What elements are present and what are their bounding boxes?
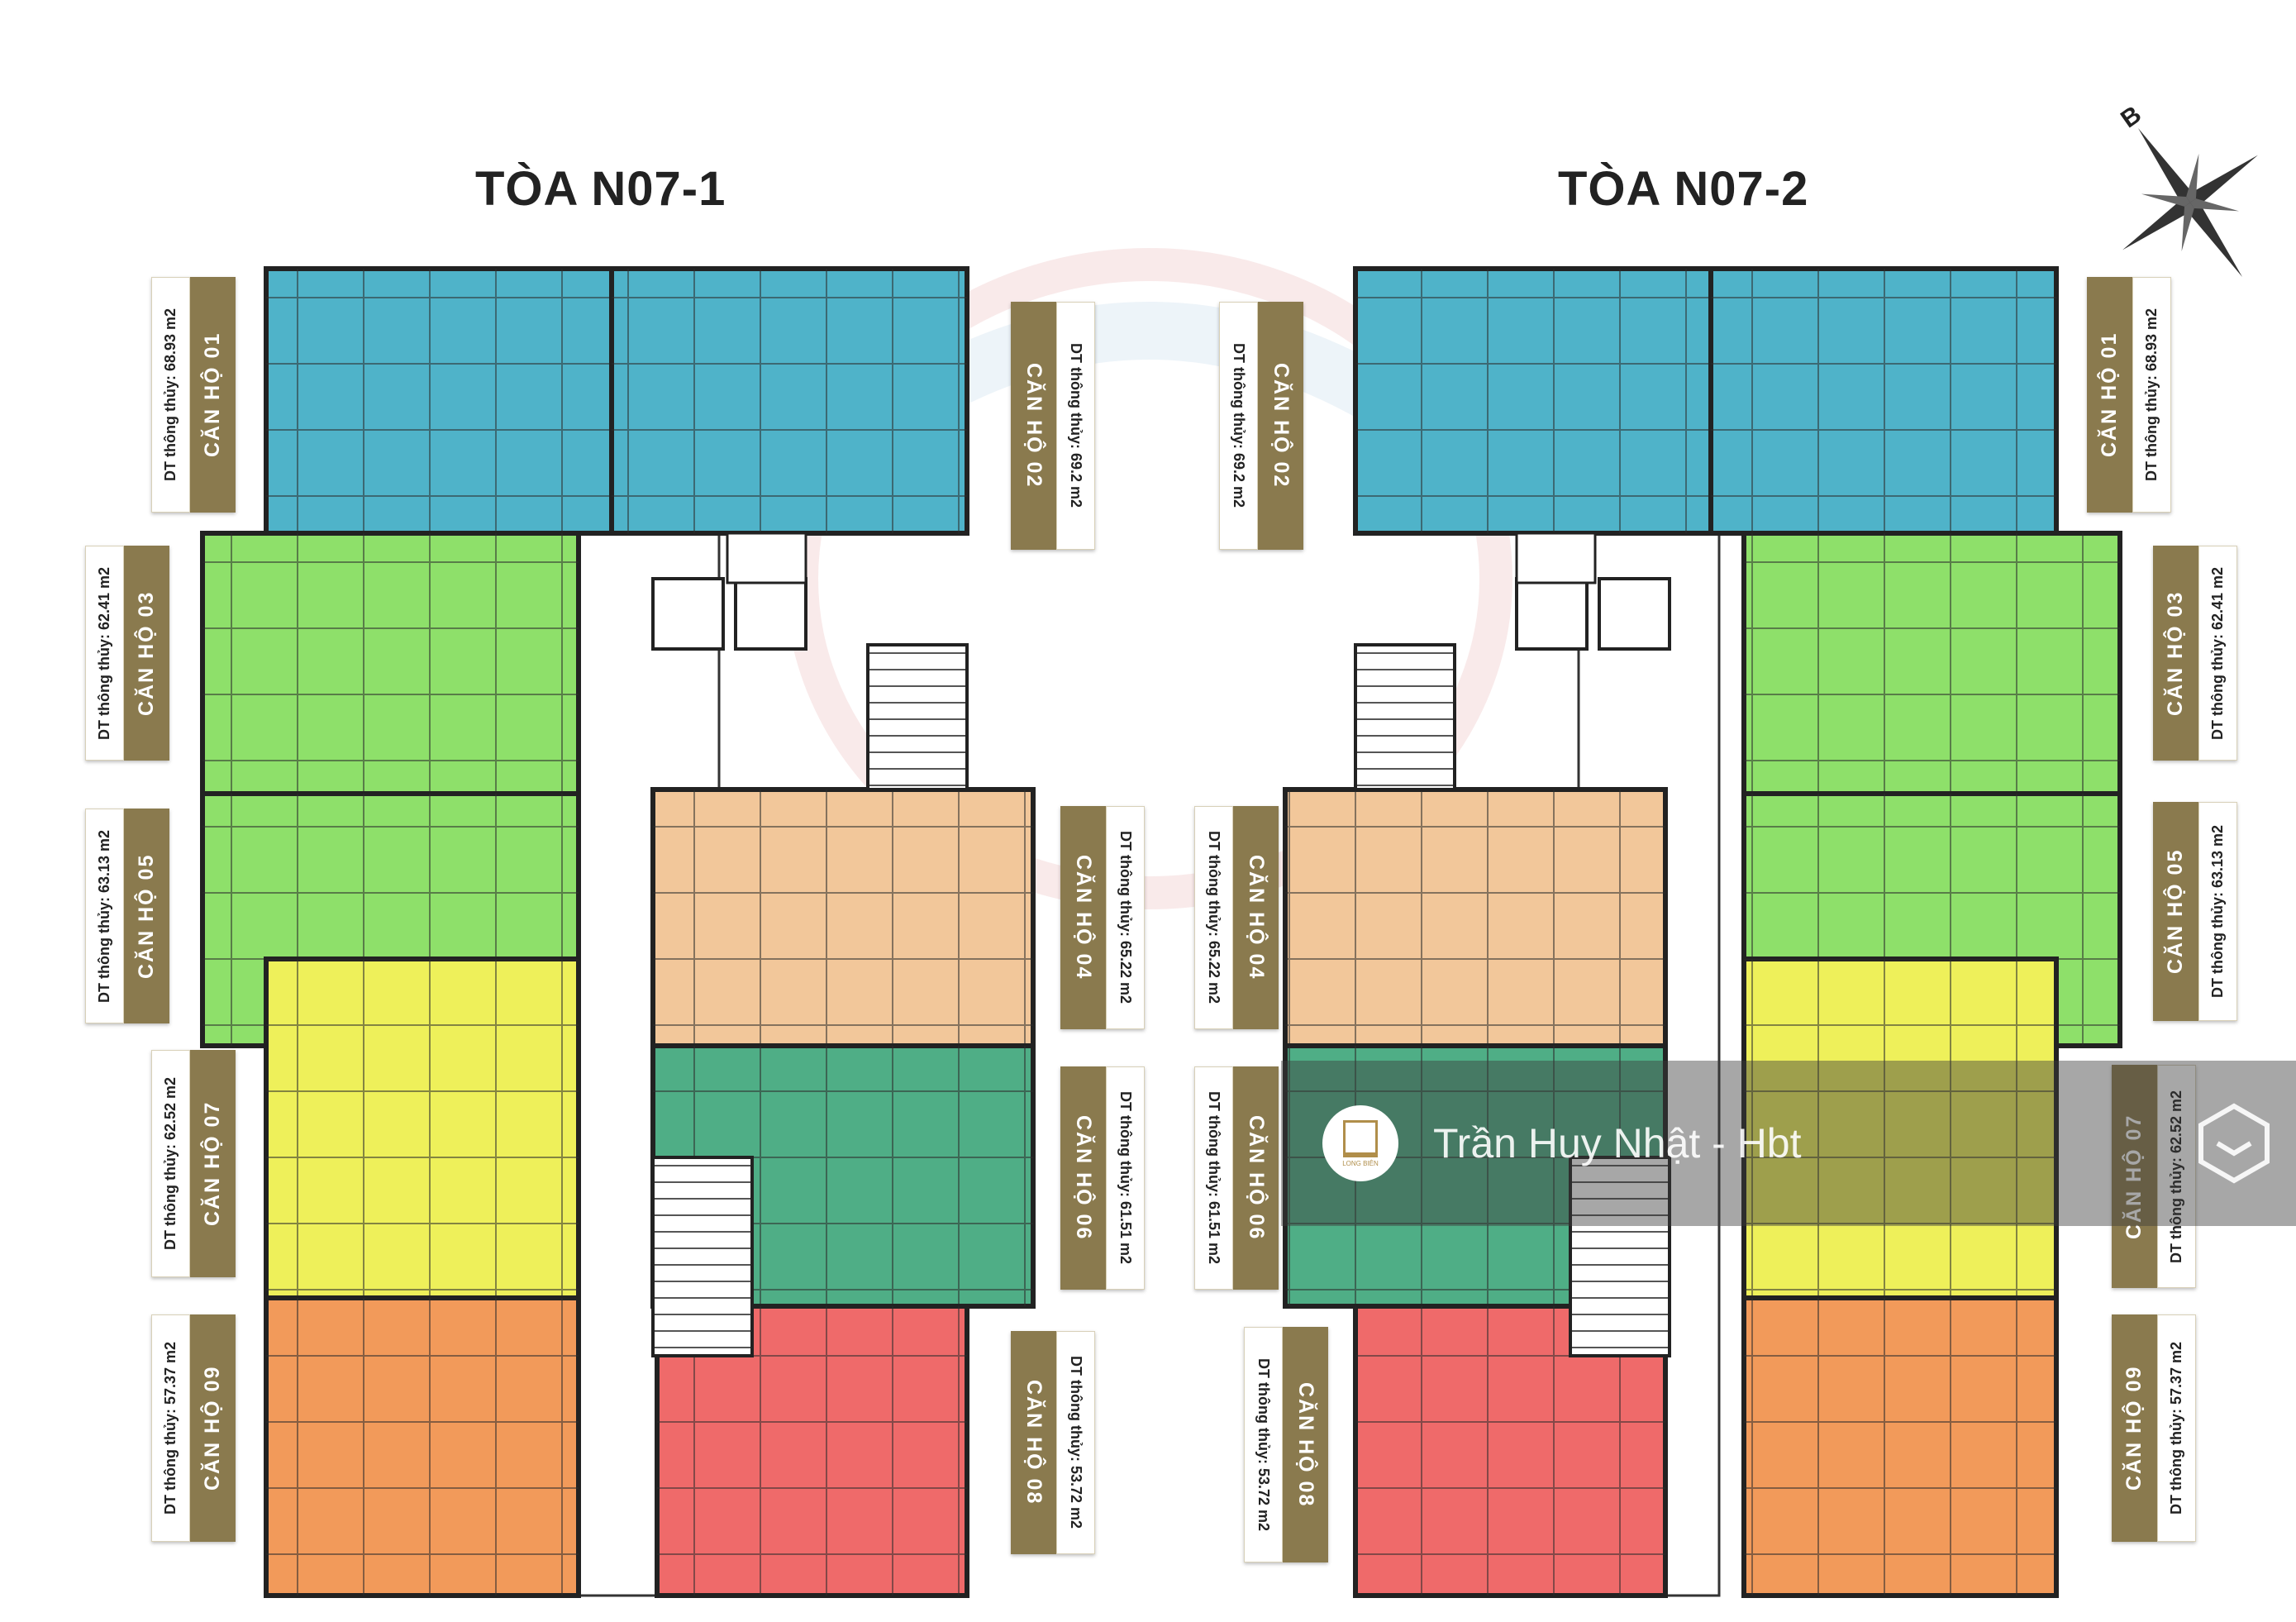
unit-area: DT thông thủy: 63.13 m2	[85, 809, 124, 1023]
unit-name: CĂN HỘ 04	[1233, 806, 1279, 1029]
unit-label-right-08: DT thông thủy: 53.72 m2 CĂN HỘ 08	[1244, 1327, 1328, 1562]
unit-area: DT thông thủy: 53.72 m2	[1056, 1331, 1095, 1554]
unit-area: DT thông thủy: 53.72 m2	[1244, 1327, 1283, 1562]
unit-name: CĂN HỘ 06	[1233, 1066, 1279, 1290]
unit-area: DT thông thủy: 61.51 m2	[1106, 1066, 1145, 1290]
unit-label-left-09: CĂN HỘ 09 DT thông thủy: 57.37 m2	[151, 1314, 236, 1542]
unit-02-left	[609, 266, 969, 536]
unit-label-left-02: CĂN HỘ 02 DT thông thủy: 69.2 m2	[1011, 302, 1095, 550]
unit-name: CĂN HỘ 05	[2153, 802, 2198, 1021]
agency-logo: LONG BIÊN	[1322, 1105, 1398, 1181]
unit-label-left-03: CĂN HỘ 03 DT thông thủy: 62.41 m2	[85, 546, 169, 761]
unit-name: CĂN HỘ 09	[190, 1314, 236, 1542]
unit-label-left-04: CĂN HỘ 04 DT thông thủy: 65.22 m2	[1060, 806, 1145, 1029]
unit-name: CĂN HỘ 04	[1060, 806, 1106, 1029]
unit-label-left-05: CĂN HỘ 05 DT thông thủy: 63.13 m2	[85, 809, 169, 1023]
unit-name: CĂN HỘ 03	[124, 546, 169, 761]
unit-name: CĂN HỘ 06	[1060, 1066, 1106, 1290]
unit-name: CĂN HỘ 08	[1011, 1331, 1056, 1554]
unit-name: CĂN HỘ 01	[190, 277, 236, 513]
unit-area: DT thông thủy: 62.41 m2	[85, 546, 124, 761]
building-logo-icon	[1343, 1119, 1378, 1157]
unit-label-right-05: DT thông thủy: 63.13 m2 CĂN HỘ 05	[2153, 802, 2237, 1021]
unit-area: DT thông thủy: 65.22 m2	[1194, 806, 1233, 1029]
unit-01-left	[264, 266, 614, 536]
unit-label-right-09: DT thông thủy: 57.37 m2 CĂN HỘ 09	[2112, 1314, 2196, 1542]
building-title-left: TÒA N07-1	[475, 162, 726, 216]
unit-label-right-06: DT thông thủy: 61.51 m2 CĂN HỘ 06	[1194, 1066, 1279, 1290]
unit-name: CĂN HỘ 09	[2112, 1314, 2157, 1542]
brand-mark-icon	[2198, 1103, 2270, 1184]
unit-area: DT thông thủy: 61.51 m2	[1194, 1066, 1233, 1290]
unit-name: CĂN HỘ 08	[1283, 1327, 1328, 1562]
unit-label-left-08: CĂN HỘ 08 DT thông thủy: 53.72 m2	[1011, 1331, 1095, 1554]
watermark-text: Trần Huy Nhật - Hbt	[1433, 1120, 1802, 1166]
unit-area: DT thông thủy: 65.22 m2	[1106, 806, 1145, 1029]
watermark-overlay: LONG BIÊN Trần Huy Nhật - Hbt	[1281, 1061, 2296, 1226]
unit-area: DT thông thủy: 69.2 m2	[1056, 302, 1095, 550]
unit-label-right-01: DT thông thủy: 68.93 m2 CĂN HỘ 01	[2087, 277, 2171, 513]
unit-label-left-06: CĂN HỘ 06 DT thông thủy: 61.51 m2	[1060, 1066, 1145, 1290]
unit-name: CĂN HỘ 05	[124, 809, 169, 1023]
unit-name: CĂN HỘ 02	[1011, 302, 1056, 550]
unit-name: CĂN HỘ 02	[1258, 302, 1303, 550]
unit-label-left-07: CĂN HỘ 07 DT thông thủy: 62.52 m2	[151, 1050, 236, 1277]
unit-name: CĂN HỘ 01	[2087, 277, 2132, 513]
building-title-right: TÒA N07-2	[1558, 162, 1809, 216]
unit-label-left-01: CĂN HỘ 01 DT thông thủy: 68.93 m2	[151, 277, 236, 513]
unit-area: DT thông thủy: 69.2 m2	[1219, 302, 1258, 550]
unit-area: DT thông thủy: 62.41 m2	[2198, 546, 2237, 761]
unit-label-right-03: DT thông thủy: 62.41 m2 CĂN HỘ 03	[2153, 546, 2237, 761]
unit-label-right-04: DT thông thủy: 65.22 m2 CĂN HỘ 04	[1194, 806, 1279, 1029]
logo-label: LONG BIÊN	[1342, 1159, 1379, 1167]
unit-area: DT thông thủy: 57.37 m2	[151, 1314, 190, 1542]
compass-rose-icon	[2122, 127, 2258, 278]
unit-name: CĂN HỘ 03	[2153, 546, 2198, 761]
unit-area: DT thông thủy: 63.13 m2	[2198, 802, 2237, 1021]
unit-area: DT thông thủy: 68.93 m2	[2132, 277, 2171, 513]
unit-name: CĂN HỘ 07	[190, 1050, 236, 1277]
unit-label-right-02: DT thông thủy: 69.2 m2 CĂN HỘ 02	[1219, 302, 1303, 550]
unit-area: DT thông thủy: 68.93 m2	[151, 277, 190, 513]
unit-area: DT thông thủy: 62.52 m2	[151, 1050, 190, 1277]
unit-area: DT thông thủy: 57.37 m2	[2157, 1314, 2196, 1542]
